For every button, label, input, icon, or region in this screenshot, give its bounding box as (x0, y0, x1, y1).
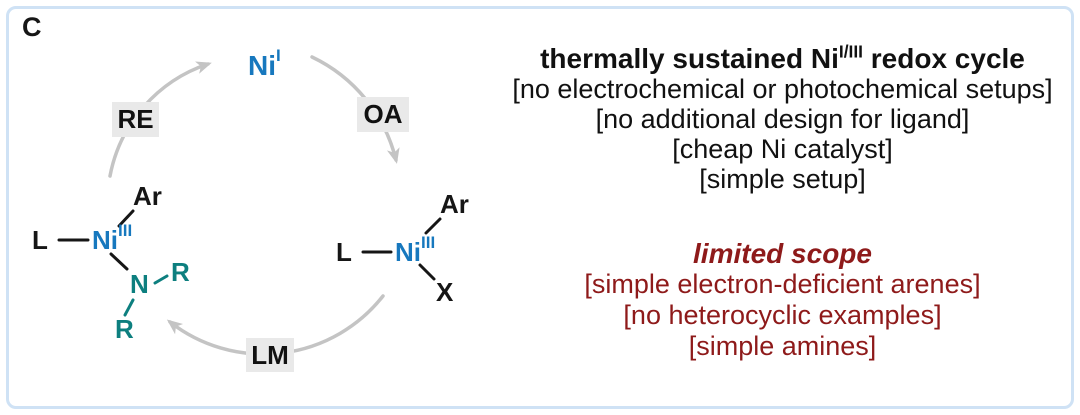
limitation-item: [no heterocyclic examples] (623, 300, 942, 330)
left-r-top-label: R (171, 257, 190, 287)
left-bond-n-r-bottom (123, 298, 135, 317)
left-ni-oxidation-state: III (118, 221, 132, 240)
re-label-text: RE (117, 104, 153, 134)
cycle-title-superscript: I/III (838, 41, 863, 62)
left-l-label: L (32, 225, 48, 255)
panel-label: C (22, 12, 42, 42)
advantage-item: [simple setup] (699, 164, 866, 194)
ni-i-species: NiI (248, 46, 281, 81)
oa-label-box (357, 97, 409, 132)
ni-redox-cycle-diagram: RE OA LM NiI Ar L NiIII N R R Ar (32, 46, 469, 372)
limitations-block: limited scope [simple electron-deficient… (495, 238, 1070, 362)
ni-i-symbol: Ni (248, 50, 276, 81)
left-r-bottom-label: R (115, 314, 134, 344)
cycle-title-prefix: thermally sustained Ni (540, 43, 839, 74)
right-ni-species: NiIII (395, 233, 435, 267)
oa-label-text: OA (364, 99, 403, 129)
left-bond-ni-ar (117, 209, 135, 228)
right-ar-label: Ar (440, 189, 469, 219)
right-bond-ni-x (418, 263, 436, 281)
right-ni-symbol: Ni (395, 237, 421, 267)
re-label-box (112, 102, 159, 137)
step-label-oa: OA (357, 97, 409, 132)
left-ni-symbol: Ni (92, 225, 118, 255)
cycle-title: thermally sustained NiI/III redox cycle (495, 41, 1070, 74)
right-l-label: L (336, 237, 352, 267)
left-ni-species: NiIII (92, 221, 132, 255)
lm-label-box (246, 338, 294, 372)
complex-left-amido-ni: Ar L NiIII N R R (32, 181, 190, 344)
description-panel: thermally sustained NiI/III redox cycle … (495, 41, 1070, 362)
limitation-item: [simple electron-deficient arenes] (584, 269, 981, 299)
advantage-item: [no additional design for ligand] (595, 104, 970, 134)
right-ni-oxidation-state: III (421, 233, 435, 252)
advantage-item: [no electrochemical or photochemical set… (512, 74, 1053, 104)
right-bond-ni-ar (424, 217, 442, 235)
complex-right-aryl-ni-halide: Ar L NiIII X (336, 189, 469, 307)
limitation-item: [simple amines] (688, 331, 877, 361)
lm-label-text: LM (251, 340, 289, 370)
advantages-block: thermally sustained NiI/III redox cycle … (495, 41, 1070, 194)
limitations-title: limited scope (693, 238, 872, 269)
left-bond-ni-n (109, 252, 129, 271)
ni-i-oxidation-state: I (276, 46, 281, 65)
cycle-title-suffix: redox cycle (863, 43, 1025, 74)
step-label-lm: LM (246, 338, 294, 372)
advantage-item: [cheap Ni catalyst] (672, 134, 893, 164)
left-bond-n-r-top (153, 274, 169, 285)
left-ar-label: Ar (133, 181, 162, 211)
right-x-label: X (436, 277, 454, 307)
left-n-label: N (130, 269, 149, 299)
step-label-re: RE (112, 102, 159, 137)
